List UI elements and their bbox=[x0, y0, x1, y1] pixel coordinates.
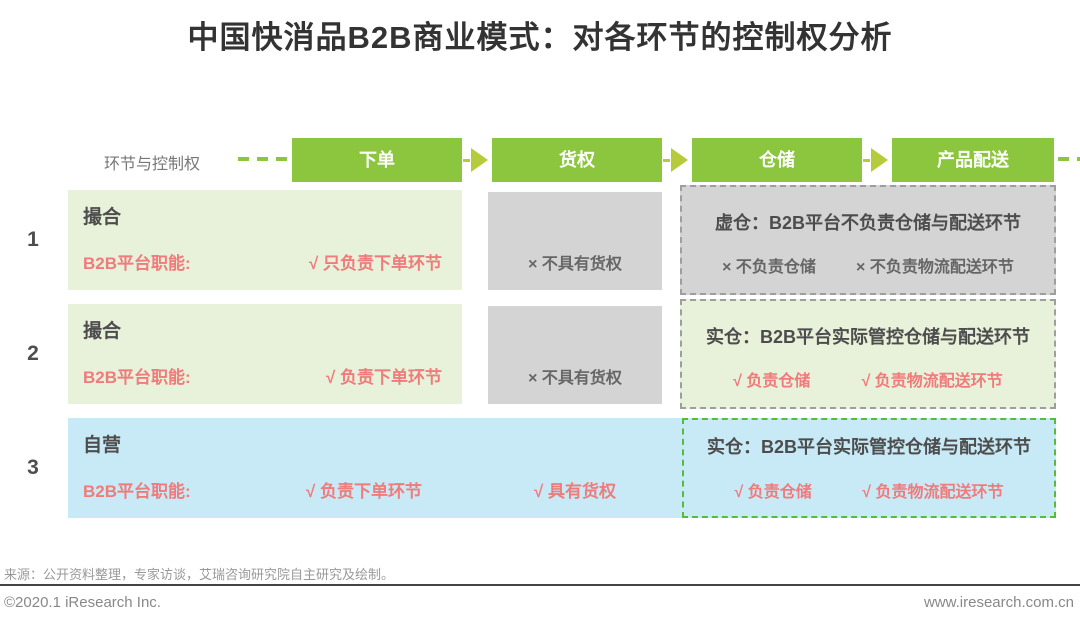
stage-box-warehousing: 仓储 bbox=[692, 138, 862, 182]
page-title: 中国快消品B2B商业模式：对各环节的控制权分析 bbox=[187, 20, 893, 55]
cargo-status: × 不具有货权 bbox=[528, 256, 622, 273]
stage-box-order: 下单 bbox=[292, 138, 462, 182]
warehouse-delivery-box: 实仓：B2B平台实际管控仓储与配送环节 √ 负责仓储 √ 负责物流配送环节 bbox=[680, 299, 1056, 409]
website-url: www.iresearch.com.cn bbox=[923, 594, 1074, 611]
warehouse-mode-title: 实仓：B2B平台实际管控仓储与配送环节 bbox=[706, 437, 1031, 457]
warehouse-mode-title: 实仓：B2B平台实际管控仓储与配送环节 bbox=[705, 327, 1030, 347]
mode-title: 撮合 bbox=[83, 321, 122, 342]
copyright-text: ©2020.1 iResearch Inc. bbox=[4, 594, 161, 611]
platform-role-label: B2B平台职能: bbox=[83, 254, 191, 273]
row-number: 3 bbox=[27, 456, 39, 479]
delivery-status: × 不负责物流配送环节 bbox=[856, 259, 1014, 276]
warehouse-status-row: √ 负责仓储 √ 负责物流配送环节 bbox=[682, 367, 1054, 391]
row-number: 1 bbox=[27, 228, 39, 251]
mode-title: 撮合 bbox=[83, 207, 122, 228]
mode-box-matchmaking: 撮合 B2B平台职能: √ 负责下单环节 bbox=[68, 304, 462, 404]
trailing-dashed-connector bbox=[1058, 157, 1080, 161]
order-status: √ 负责下单环节 bbox=[305, 482, 422, 501]
warehouse-mode-title: 虚仓：B2B平台不负责仓储与配送环节 bbox=[714, 213, 1021, 233]
stage-label: 下单 bbox=[359, 150, 395, 170]
platform-role-label: B2B平台职能: bbox=[83, 482, 191, 501]
cargo-status: √ 具有货权 bbox=[533, 482, 617, 501]
cargo-rights-box: × 不具有货权 bbox=[488, 306, 662, 404]
axis-label: 环节与控制权 bbox=[104, 156, 201, 173]
stage-box-cargo-rights: 货权 bbox=[492, 138, 662, 182]
cargo-status: × 不具有货权 bbox=[528, 370, 622, 387]
source-note: 来源：公开资料整理，专家访谈，艾瑞咨询研究院自主研究及绘制。 bbox=[4, 567, 395, 582]
flow-arrow-icon bbox=[863, 138, 893, 182]
warehouse-delivery-box: 虚仓：B2B平台不负责仓储与配送环节 × 不负责仓储 × 不负责物流配送环节 bbox=[680, 185, 1056, 295]
stage-label: 货权 bbox=[559, 150, 595, 170]
stage-label: 产品配送 bbox=[937, 150, 1009, 170]
storage-status: × 不负责仓储 bbox=[722, 259, 816, 276]
leading-dashed-connector bbox=[238, 157, 290, 161]
platform-role-label: B2B平台职能: bbox=[83, 368, 191, 387]
stage-box-delivery: 产品配送 bbox=[892, 138, 1054, 182]
delivery-status: √ 负责物流配送环节 bbox=[862, 484, 1004, 501]
order-status: √ 只负责下单环节 bbox=[308, 254, 442, 273]
warehouse-status-row: √ 负责仓储 √ 负责物流配送环节 bbox=[684, 478, 1054, 502]
flow-arrow-icon bbox=[663, 138, 693, 182]
order-status: √ 负责下单环节 bbox=[325, 368, 442, 387]
warehouse-status-row: × 不负责仓储 × 不负责物流配送环节 bbox=[682, 253, 1054, 277]
warehouse-delivery-box: 实仓：B2B平台实际管控仓储与配送环节 √ 负责仓储 √ 负责物流配送环节 bbox=[682, 418, 1056, 518]
cargo-rights-box: × 不具有货权 bbox=[488, 192, 662, 290]
storage-status: √ 负责仓储 bbox=[734, 484, 812, 501]
mode-box-self-operated: 自营 B2B平台职能: √ 负责下单环节 √ 具有货权 bbox=[68, 418, 1056, 518]
flow-arrow-icon bbox=[463, 138, 493, 182]
stage-label: 仓储 bbox=[759, 150, 795, 170]
delivery-status: √ 负责物流配送环节 bbox=[861, 373, 1003, 390]
footer-divider bbox=[0, 584, 1080, 586]
mode-title: 自营 bbox=[83, 435, 122, 456]
row-number: 2 bbox=[27, 342, 39, 365]
mode-box-matchmaking: 撮合 B2B平台职能: √ 只负责下单环节 bbox=[68, 190, 462, 290]
storage-status: √ 负责仓储 bbox=[733, 373, 811, 390]
